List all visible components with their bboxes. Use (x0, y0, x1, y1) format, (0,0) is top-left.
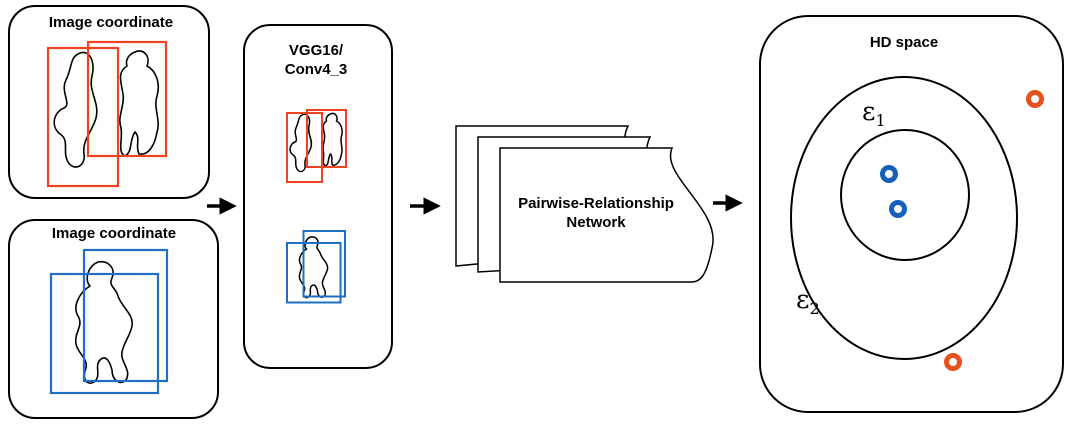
threshold-circle-outer (790, 76, 1018, 360)
bounding-box-red (46, 46, 120, 188)
bounding-box-blue (82, 248, 169, 383)
bounding-box-red (286, 112, 323, 183)
image-panel-bottom: Image coordinate (8, 219, 219, 419)
threshold-circle-inner (840, 129, 970, 261)
feature-panel-title-line1: VGG16/ (289, 42, 344, 59)
embedding-point-red (1026, 90, 1044, 108)
network-title-line2: Network (566, 214, 626, 231)
feature-crop-red (286, 109, 347, 183)
feature-panel: VGG16/ Conv4_3 (243, 24, 393, 369)
feature-panel-frame (243, 24, 393, 369)
hd-space-panel: HD space ε1 ε2 (759, 15, 1064, 413)
network-sheet-front (499, 147, 714, 283)
embedding-point-blue (880, 165, 898, 183)
embedding-point-blue (889, 200, 907, 218)
bounding-box-red (306, 109, 347, 168)
bounding-box-blue (302, 230, 346, 298)
bounding-box-blue (286, 242, 342, 304)
image-panel-top-title: Image coordinate (49, 14, 173, 31)
embedding-point-red (944, 353, 962, 371)
image-panel-top: Image coordinate (8, 5, 210, 199)
network-title-line1: Pairwise-Relationship (518, 195, 674, 212)
epsilon-2-label: ε2 (796, 285, 820, 318)
feature-panel-title-line2: Conv4_3 (285, 61, 348, 78)
epsilon-1-label: ε1 (862, 97, 886, 130)
image-panel-bottom-frame (8, 219, 219, 419)
bounding-box-red (86, 40, 168, 158)
bounding-box-blue (49, 272, 160, 395)
feature-crop-blue (286, 230, 346, 304)
image-panel-bottom-title: Image coordinate (52, 225, 176, 242)
network-block: Pairwise-Relationship Network (455, 125, 714, 283)
image-panel-top-frame (8, 5, 210, 199)
hd-space-title: HD space (870, 34, 938, 51)
